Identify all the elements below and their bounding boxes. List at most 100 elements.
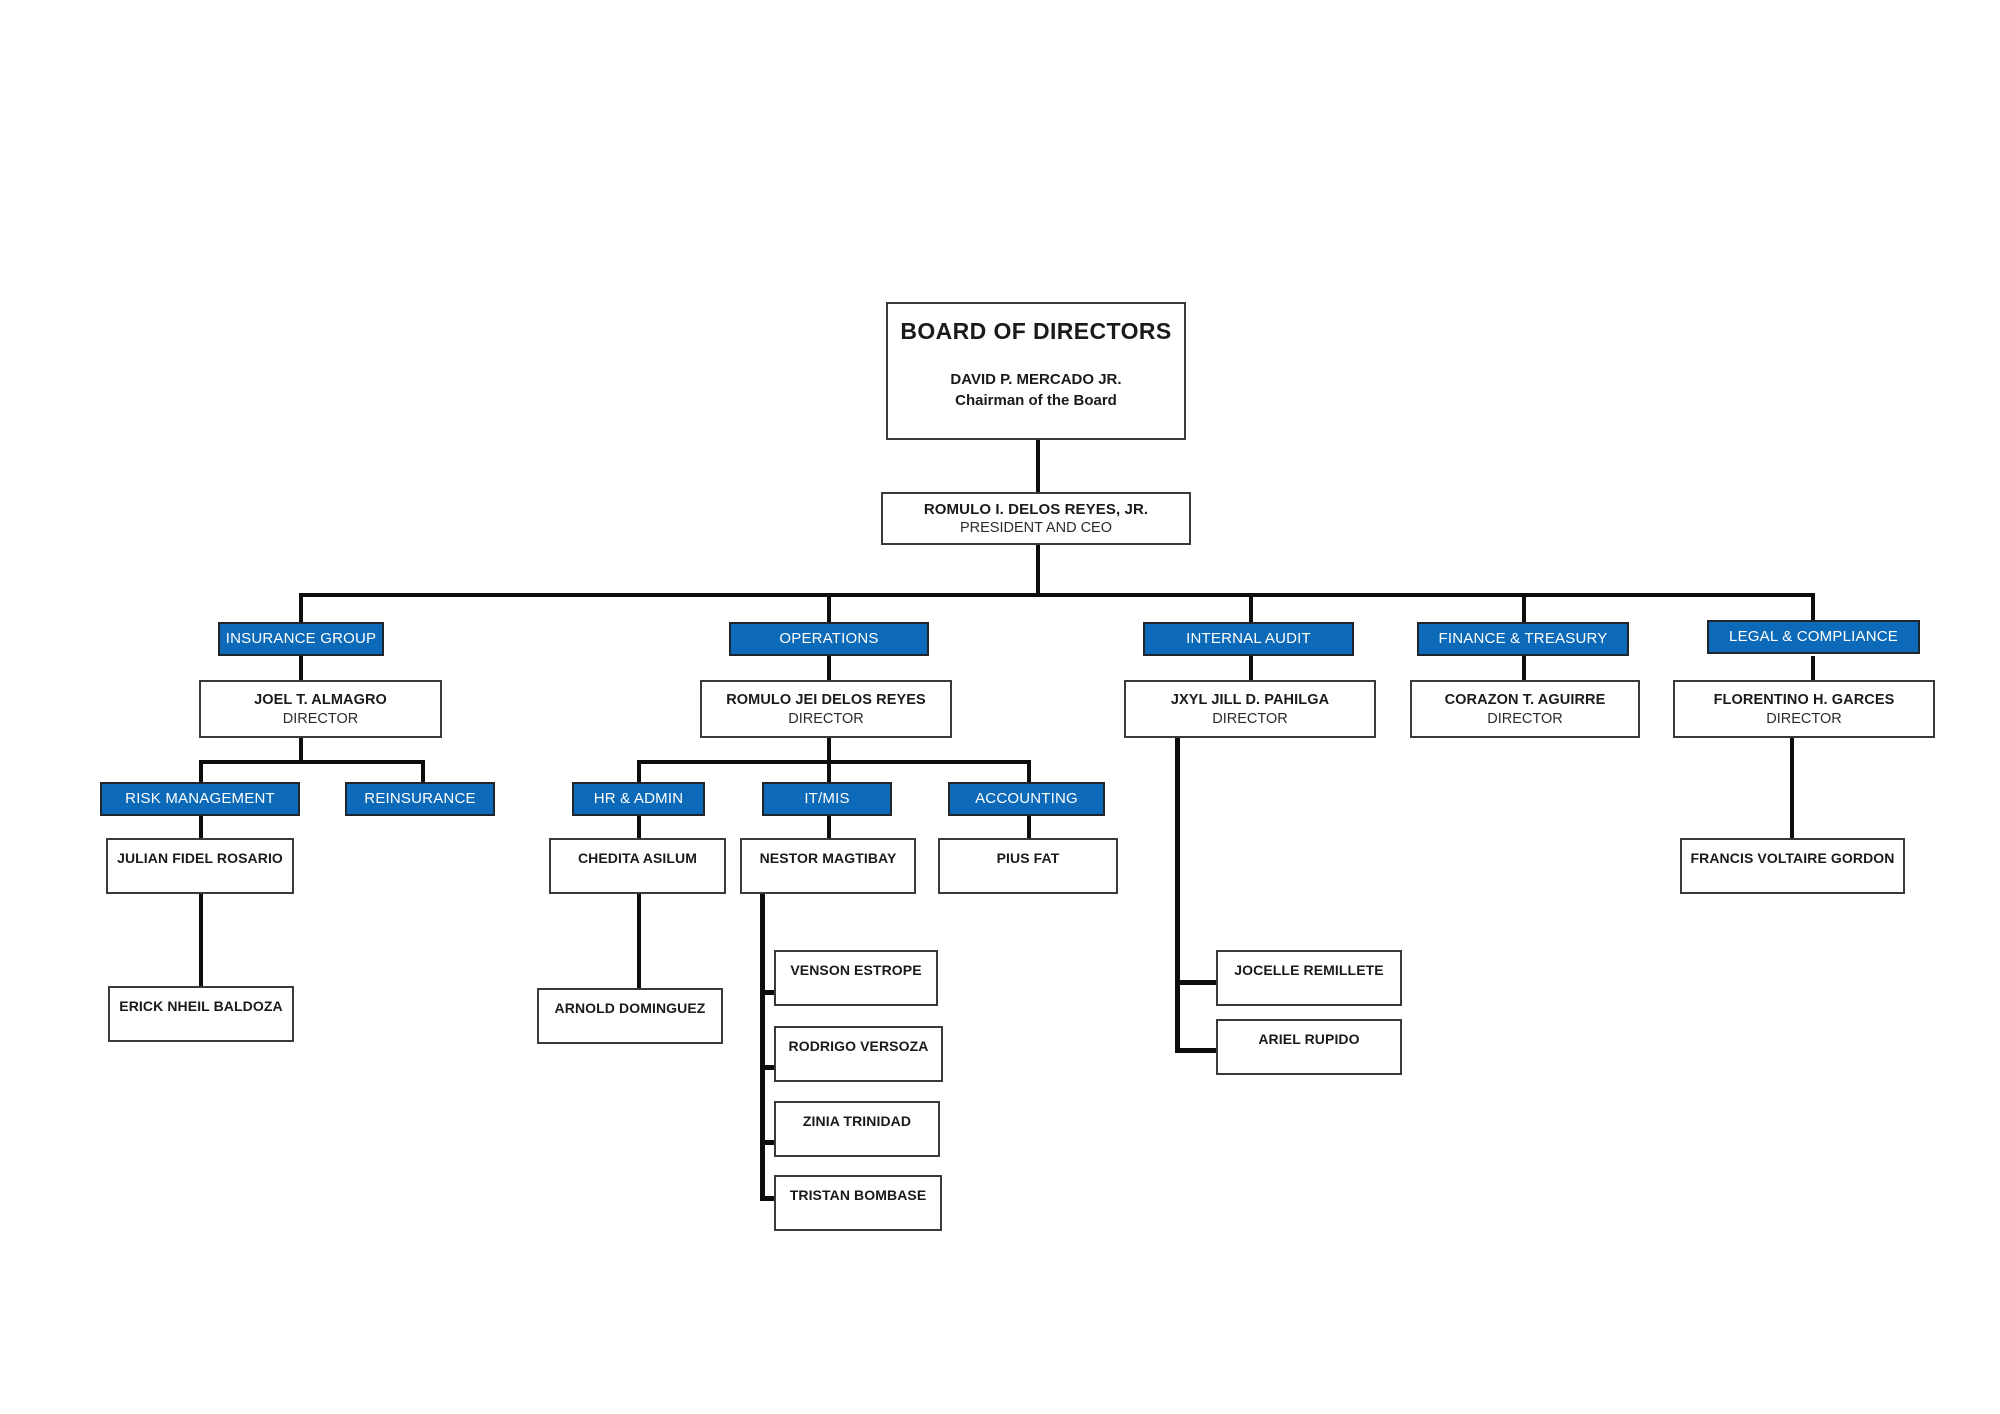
node-unit-reinsurance[interactable]: REINSURANCE: [345, 782, 495, 816]
unit-label-hr-admin: HR & ADMIN: [593, 790, 684, 808]
node-director-internal-audit[interactable]: JXYL JILL D. PAHILGA DIRECTOR: [1124, 680, 1376, 738]
director-name-internal-audit: JXYL JILL D. PAHILGA: [1170, 692, 1330, 708]
node-staff-it-member-2[interactable]: RODRIGO VERSOZA: [774, 1026, 943, 1082]
board-chairman-role: Chairman of the Board: [955, 391, 1117, 409]
node-director-insurance-group[interactable]: JOEL T. ALMAGRO DIRECTOR: [199, 680, 442, 738]
connector-it-unit-to-lead: [827, 816, 831, 838]
connector-bus-drop-operations: [827, 593, 831, 622]
staff-name-it-member-2: RODRIGO VERSOZA: [788, 1038, 929, 1054]
director-title-finance-treasury: DIRECTOR: [1487, 710, 1563, 727]
node-unit-internal-audit[interactable]: INTERNAL AUDIT: [1143, 622, 1354, 656]
node-board-of-directors[interactable]: BOARD OF DIRECTORS DAVID P. MERCADO JR. …: [886, 302, 1186, 440]
connector-board-to-ceo: [1036, 440, 1040, 492]
node-staff-it-member-3[interactable]: ZINIA TRINIDAD: [774, 1101, 940, 1157]
connector-operations-director-stem: [827, 738, 831, 762]
node-unit-finance-treasury[interactable]: FINANCE & TREASURY: [1417, 622, 1629, 656]
node-unit-accounting[interactable]: ACCOUNTING: [948, 782, 1105, 816]
staff-name-it-lead: NESTOR MAGTIBAY: [759, 850, 897, 866]
unit-label-legal-compliance: LEGAL & COMPLIANCE: [1729, 628, 1898, 646]
node-unit-operations[interactable]: OPERATIONS: [729, 622, 929, 656]
director-title-insurance-group: DIRECTOR: [282, 710, 359, 727]
connector-operations-sub-bus: [637, 760, 1031, 764]
connector-bus-drop-finance: [1522, 593, 1526, 622]
connector-hr-lead-to-member: [637, 880, 641, 988]
staff-name-audit-member-2: ARIEL RUPIDO: [1258, 1031, 1360, 1047]
connector-drop-accounting: [1027, 760, 1031, 782]
director-name-operations: ROMULO JEI DELOS REYES: [726, 692, 926, 708]
ceo-title: PRESIDENT AND CEO: [959, 519, 1113, 536]
board-chairman-name: DAVID P. MERCADO JR.: [950, 371, 1122, 389]
connector-drop-reinsurance: [421, 760, 425, 782]
staff-name-it-member-1: VENSON ESTROPE: [790, 962, 922, 978]
connector-it-branch-4: [760, 1196, 775, 1201]
staff-name-hr-member: ARNOLD DOMINGUEZ: [554, 1000, 706, 1016]
node-staff-it-member-4[interactable]: TRISTAN BOMBASE: [774, 1175, 942, 1231]
staff-name-it-member-3: ZINIA TRINIDAD: [802, 1113, 912, 1129]
node-staff-audit-member-2[interactable]: ARIEL RUPIDO: [1216, 1019, 1402, 1075]
director-name-finance-treasury: CORAZON T. AGUIRRE: [1444, 692, 1606, 708]
staff-name-risk-member: ERICK NHEIL BALDOZA: [119, 998, 283, 1014]
unit-label-accounting: ACCOUNTING: [975, 790, 1078, 808]
connector-legal-unit-to-director: [1811, 656, 1815, 680]
node-unit-insurance-group[interactable]: INSURANCE GROUP: [218, 622, 384, 656]
board-chairman: DAVID P. MERCADO JR. Chairman of the Boa…: [950, 370, 1121, 411]
connector-hr-unit-to-lead: [637, 816, 641, 838]
connector-insurance-director-stem: [299, 738, 303, 762]
staff-name-risk-lead: JULIAN FIDEL ROSARIO: [117, 850, 283, 866]
node-staff-risk-member[interactable]: ERICK NHEIL BALDOZA: [108, 986, 294, 1042]
staff-name-hr-lead: CHEDITA ASILUM: [577, 850, 698, 866]
connector-drop-risk-management: [199, 760, 203, 782]
unit-label-finance-treasury: FINANCE & TREASURY: [1438, 630, 1608, 648]
connector-it-branch-2: [760, 1065, 775, 1070]
node-unit-risk-management[interactable]: RISK MANAGEMENT: [100, 782, 300, 816]
ceo-name: ROMULO I. DELOS REYES, JR.: [923, 500, 1149, 518]
node-director-legal-compliance[interactable]: FLORENTINO H. GARCES DIRECTOR: [1673, 680, 1935, 738]
node-unit-legal-compliance[interactable]: LEGAL & COMPLIANCE: [1707, 620, 1920, 654]
staff-name-it-member-4: TRISTAN BOMBASE: [789, 1187, 927, 1203]
connector-insurance-unit-to-director: [299, 656, 303, 680]
board-title: BOARD OF DIRECTORS: [900, 318, 1172, 344]
director-name-legal-compliance: FLORENTINO H. GARCES: [1713, 692, 1895, 708]
unit-label-reinsurance: REINSURANCE: [364, 790, 476, 808]
unit-label-internal-audit: INTERNAL AUDIT: [1186, 630, 1311, 648]
connector-bus-drop-audit: [1249, 593, 1253, 622]
node-staff-it-member-1[interactable]: VENSON ESTROPE: [774, 950, 938, 1006]
connector-risk-unit-to-lead: [199, 816, 203, 838]
node-staff-legal-member[interactable]: FRANCIS VOLTAIRE GORDON: [1680, 838, 1905, 894]
director-name-insurance-group: JOEL T. ALMAGRO: [254, 692, 387, 708]
connector-audit-branch-1: [1175, 980, 1218, 985]
node-president-ceo[interactable]: ROMULO I. DELOS REYES, JR. PRESIDENT AND…: [881, 492, 1191, 545]
connector-legal-director-to-member: [1790, 738, 1794, 840]
connector-division-bus: [299, 593, 1815, 597]
director-title-operations: DIRECTOR: [788, 710, 864, 727]
connector-drop-hr-admin: [637, 760, 641, 782]
connector-it-branch-3: [760, 1140, 775, 1145]
unit-label-it-mis: IT/MIS: [804, 790, 850, 808]
connector-finance-unit-to-director: [1522, 656, 1526, 680]
connector-bus-drop-insurance: [299, 593, 303, 622]
connector-audit-vertical-spine: [1175, 738, 1180, 1052]
director-title-internal-audit: DIRECTOR: [1212, 710, 1288, 727]
staff-name-accounting-lead: PIUS FAT: [996, 850, 1060, 866]
unit-label-insurance-group: INSURANCE GROUP: [225, 630, 377, 648]
node-unit-it-mis[interactable]: IT/MIS: [762, 782, 892, 816]
node-staff-hr-member[interactable]: ARNOLD DOMINGUEZ: [537, 988, 723, 1044]
node-director-finance-treasury[interactable]: CORAZON T. AGUIRRE DIRECTOR: [1410, 680, 1640, 738]
connector-audit-branch-2: [1175, 1048, 1218, 1053]
node-staff-audit-member-1[interactable]: JOCELLE REMILLETE: [1216, 950, 1402, 1006]
connector-ceo-to-bus: [1036, 545, 1040, 595]
staff-name-legal-member: FRANCIS VOLTAIRE GORDON: [1690, 850, 1895, 866]
node-staff-hr-lead[interactable]: CHEDITA ASILUM: [549, 838, 726, 894]
node-staff-risk-lead[interactable]: JULIAN FIDEL ROSARIO: [106, 838, 294, 894]
node-staff-it-lead[interactable]: NESTOR MAGTIBAY: [740, 838, 916, 894]
connector-audit-unit-to-director: [1249, 656, 1253, 680]
connector-bus-drop-legal: [1811, 593, 1815, 622]
connector-risk-lead-to-member: [199, 880, 203, 986]
node-staff-accounting-lead[interactable]: PIUS FAT: [938, 838, 1118, 894]
staff-name-audit-member-1: JOCELLE REMILLETE: [1234, 962, 1384, 978]
director-title-legal-compliance: DIRECTOR: [1766, 710, 1842, 727]
unit-label-risk-management: RISK MANAGEMENT: [125, 790, 275, 808]
node-unit-hr-admin[interactable]: HR & ADMIN: [572, 782, 705, 816]
node-director-operations[interactable]: ROMULO JEI DELOS REYES DIRECTOR: [700, 680, 952, 738]
